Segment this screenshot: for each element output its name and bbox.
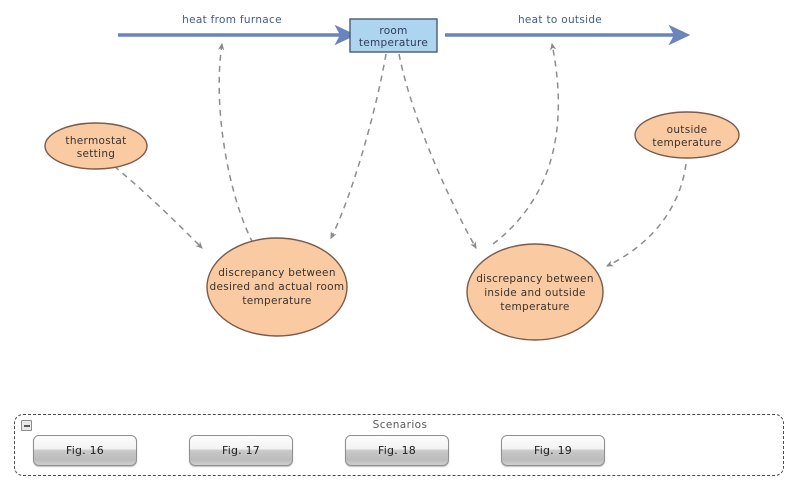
stock-box-rect <box>349 18 438 53</box>
link-outside-temp-to-discrepancy <box>605 163 687 267</box>
variable-thermostat-setting[interactable]: thermostat setting <box>44 122 148 170</box>
variable-discrepancy-inside-outside[interactable]: discrepancy between inside and outside t… <box>466 243 604 341</box>
scenario-button-row: Fig. 16 Fig. 17 Fig. 18 Fig. 19 <box>15 435 785 475</box>
link-left-discrepancy-to-flow <box>217 42 254 244</box>
link-room-temp-to-left-discrepancy <box>330 53 387 240</box>
stock-room-temperature[interactable]: room temperature <box>349 18 438 53</box>
stock-label-line2: temperature <box>359 37 428 49</box>
scenario-button-fig-17[interactable]: Fig. 17 <box>189 435 293 466</box>
flow-label-heat-to-outside: heat to outside <box>518 14 602 26</box>
outside-temperature-label-line2: temperature <box>652 137 721 149</box>
minimize-icon[interactable] <box>21 420 32 431</box>
discrepancy-inside-outside-label-line2: inside and outside <box>484 287 586 299</box>
stock-label-line1: room <box>379 25 407 37</box>
scenario-button-fig-19[interactable]: Fig. 19 <box>501 435 605 466</box>
scenario-button-fig-18[interactable]: Fig. 18 <box>345 435 449 466</box>
flow-label-heat-from-furnace: heat from furnace <box>182 14 282 26</box>
outside-temperature-label-line1: outside <box>667 124 708 136</box>
discrepancy-desired-actual-ellipse <box>206 237 348 337</box>
discrepancy-desired-actual-label-line2: desired and actual room <box>210 281 345 293</box>
thermostat-setting-label-line1: thermostat <box>65 135 126 147</box>
discrepancy-desired-actual-label-line1: discrepancy between <box>218 267 336 279</box>
variable-discrepancy-desired-actual[interactable]: discrepancy between desired and actual r… <box>206 237 348 337</box>
outside-temperature-ellipse <box>634 111 740 159</box>
causal-links-group <box>113 42 687 267</box>
link-room-temp-to-right-discrepancy <box>398 53 477 250</box>
thermostat-setting-label-line2: setting <box>77 148 116 160</box>
link-right-discrepancy-to-flow <box>492 42 560 245</box>
discrepancy-desired-actual-label-line3: temperature <box>242 295 311 307</box>
discrepancy-inside-outside-label-line1: discrepancy between <box>476 273 594 285</box>
scenarios-panel-title: Scenarios <box>372 419 428 431</box>
discrepancy-inside-outside-label-line3: temperature <box>500 301 569 313</box>
thermostat-setting-ellipse <box>44 122 148 170</box>
variable-outside-temperature[interactable]: outside temperature <box>634 111 740 159</box>
discrepancy-inside-outside-ellipse <box>466 243 604 341</box>
scenarios-panel: Scenarios Fig. 16 Fig. 17 Fig. 18 Fig. 1… <box>14 414 784 476</box>
scenario-button-fig-16[interactable]: Fig. 16 <box>33 435 137 466</box>
link-thermostat-to-discrepancy <box>113 165 203 249</box>
